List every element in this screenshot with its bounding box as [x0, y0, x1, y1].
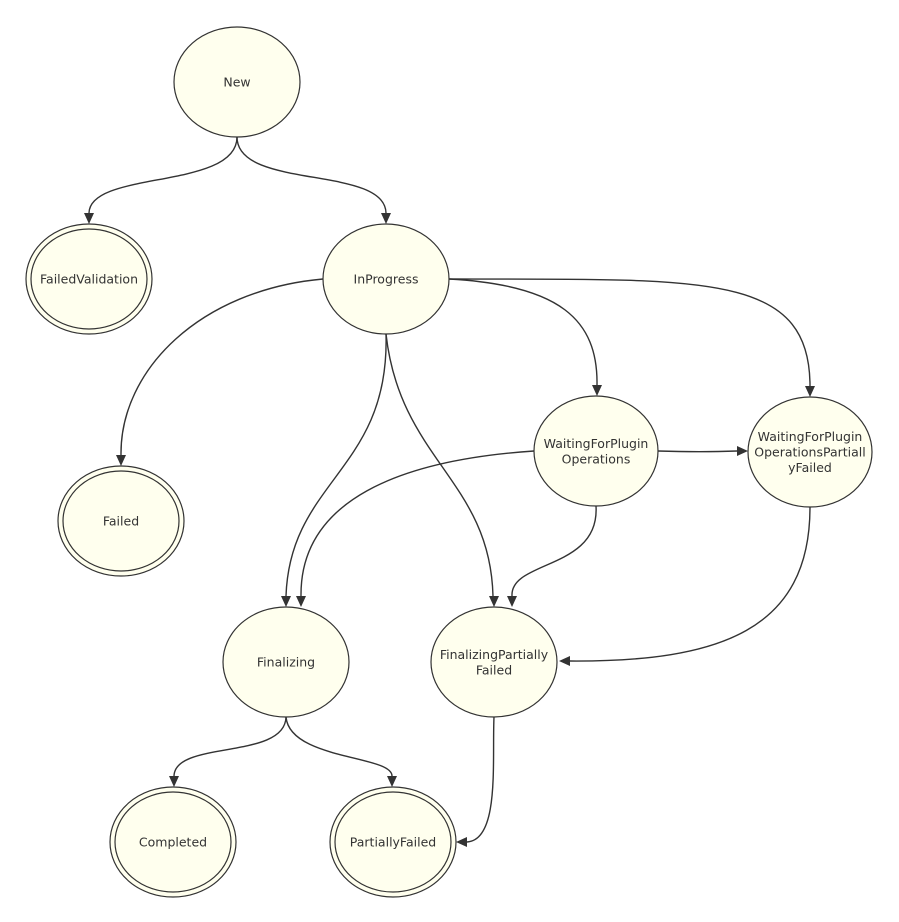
state-ellipse	[25, 223, 153, 335]
arrowhead	[169, 776, 179, 787]
edge-in-progress-to-waiting-for-plugin-operations	[448, 278, 602, 396]
edge-waiting-for-plugin-operations-to-finalizing	[296, 450, 535, 607]
state-completed: Completed	[109, 786, 237, 898]
edge-line	[236, 136, 387, 214]
state-partially-failed: PartiallyFailed	[329, 786, 457, 898]
state-label-line: New	[223, 75, 250, 90]
state-in-progress: InProgress	[322, 223, 450, 335]
edge-line	[385, 333, 494, 597]
edge-finalizing-to-completed	[169, 716, 287, 787]
arrowhead	[592, 385, 602, 396]
edge-line	[448, 278, 811, 387]
final-state-ring	[114, 791, 232, 893]
edge-line	[569, 506, 811, 662]
edge-new-to-in-progress	[236, 136, 391, 224]
edge-line	[511, 505, 597, 597]
state-new: New	[173, 26, 301, 138]
state-label-line: Operations	[562, 451, 631, 466]
state-label-line: Finalizing	[257, 655, 315, 670]
edges-layer	[84, 136, 815, 847]
arrowhead	[296, 596, 306, 607]
arrowhead	[381, 213, 391, 224]
state-ellipse	[109, 786, 237, 898]
state-label-line: Failed	[103, 514, 139, 529]
state-ellipse	[533, 395, 659, 507]
state-label-line: OperationsPartiall	[754, 445, 865, 460]
edge-finalizing-partially-failed-to-partially-failed	[456, 716, 495, 847]
arrowhead	[84, 213, 94, 224]
state-failed-validation: FailedValidation	[25, 223, 153, 335]
final-state-ring	[334, 791, 452, 893]
edge-line	[657, 450, 738, 453]
state-ellipse	[747, 396, 873, 508]
state-label-line: yFailed	[788, 460, 832, 475]
edge-finalizing-to-partially-failed	[285, 716, 397, 787]
arrowhead	[456, 837, 467, 847]
edge-line	[285, 716, 393, 777]
state-label-line: InProgress	[354, 272, 419, 287]
edge-line	[466, 716, 495, 843]
edge-line	[173, 716, 287, 777]
edge-in-progress-to-finalizing-partially-failed	[385, 333, 499, 607]
state-label-line: Completed	[139, 835, 207, 850]
state-ellipse	[329, 786, 457, 898]
edge-waiting-for-plugin-operations-to-finalizing-partially-failed	[507, 505, 597, 607]
state-label-line: WaitingForPlugin	[544, 436, 649, 451]
arrowhead	[559, 656, 570, 666]
edge-line	[88, 136, 238, 214]
arrowhead	[387, 776, 397, 787]
edge-in-progress-to-waiting-for-plugin-operations-partially-failed	[448, 278, 815, 397]
state-ellipse	[57, 465, 185, 577]
state-finalizing: Finalizing	[222, 606, 350, 718]
state-label-line: WaitingForPlugin	[758, 429, 863, 444]
edge-in-progress-to-failed	[116, 278, 324, 466]
edge-line	[285, 333, 387, 597]
edge-in-progress-to-finalizing	[281, 333, 387, 607]
edge-line	[120, 278, 324, 456]
state-waiting-for-plugin-operations-partially-failed: WaitingForPluginOperationsPartiallyFaile…	[747, 396, 873, 508]
arrowhead	[507, 596, 517, 607]
state-ellipse	[430, 606, 558, 718]
final-state-ring	[62, 470, 180, 572]
arrowhead	[805, 386, 815, 397]
state-ellipse	[173, 26, 301, 138]
state-label-line: PartiallyFailed	[350, 835, 436, 850]
state-ellipse	[322, 223, 450, 335]
state-failed: Failed	[57, 465, 185, 577]
edge-line	[448, 278, 598, 386]
final-state-ring	[30, 228, 148, 330]
arrowhead	[281, 596, 291, 607]
edge-waiting-for-plugin-operations-to-waiting-for-plugin-operations-partially-failed	[657, 446, 748, 456]
state-label-line: FailedValidation	[40, 272, 138, 287]
edge-line	[300, 450, 535, 597]
state-ellipse	[222, 606, 350, 718]
edge-new-to-failed-validation	[84, 136, 238, 224]
state-label-line: FinalizingPartially	[440, 647, 549, 662]
state-label-line: Failed	[476, 662, 512, 677]
arrowhead	[116, 455, 126, 466]
edge-waiting-for-plugin-operations-partially-failed-to-finalizing-partially-failed	[559, 506, 811, 666]
arrowhead	[737, 446, 748, 456]
arrowhead	[489, 596, 499, 607]
